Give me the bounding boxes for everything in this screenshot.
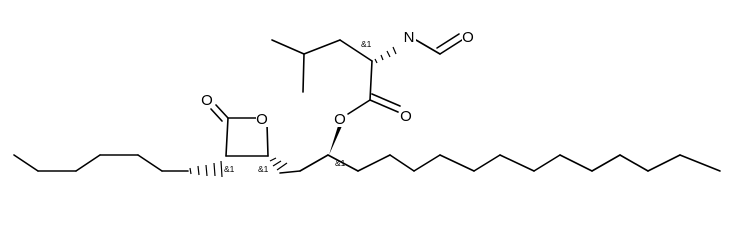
molecule-structure-diagram: O O O O N O &1 &1 &1 &1 (13, 29, 721, 178)
hashed-wedge-bond-c3 (189, 160, 223, 178)
amide-nitrogen-label: N (404, 29, 415, 46)
stereo-label-lactone-c3: &1 (224, 164, 235, 174)
stereo-label-chain-c: &1 (335, 158, 346, 168)
hashed-wedge-bond-n (374, 46, 397, 64)
main-chain (299, 154, 721, 172)
lactone-ring (210, 104, 269, 157)
ring-oxygen-label: O (256, 111, 268, 128)
formamide-group (415, 33, 463, 55)
formyl-oxygen-label: O (462, 29, 474, 46)
ester-carbonyl-oxygen-label: O (400, 108, 412, 125)
stereo-label-leucine-ca: &1 (361, 39, 372, 49)
ester-ether-oxygen-label: O (334, 111, 346, 128)
wedge-bond-ester-o (329, 126, 342, 155)
stereo-label-lactone-c4: &1 (258, 164, 269, 174)
hexyl-chain (13, 154, 189, 172)
ketone-oxygen-label: O (201, 92, 213, 109)
ester-group (347, 93, 401, 115)
leucine-side-chain (271, 39, 373, 101)
hashed-wedge-bond-c4 (269, 157, 301, 174)
